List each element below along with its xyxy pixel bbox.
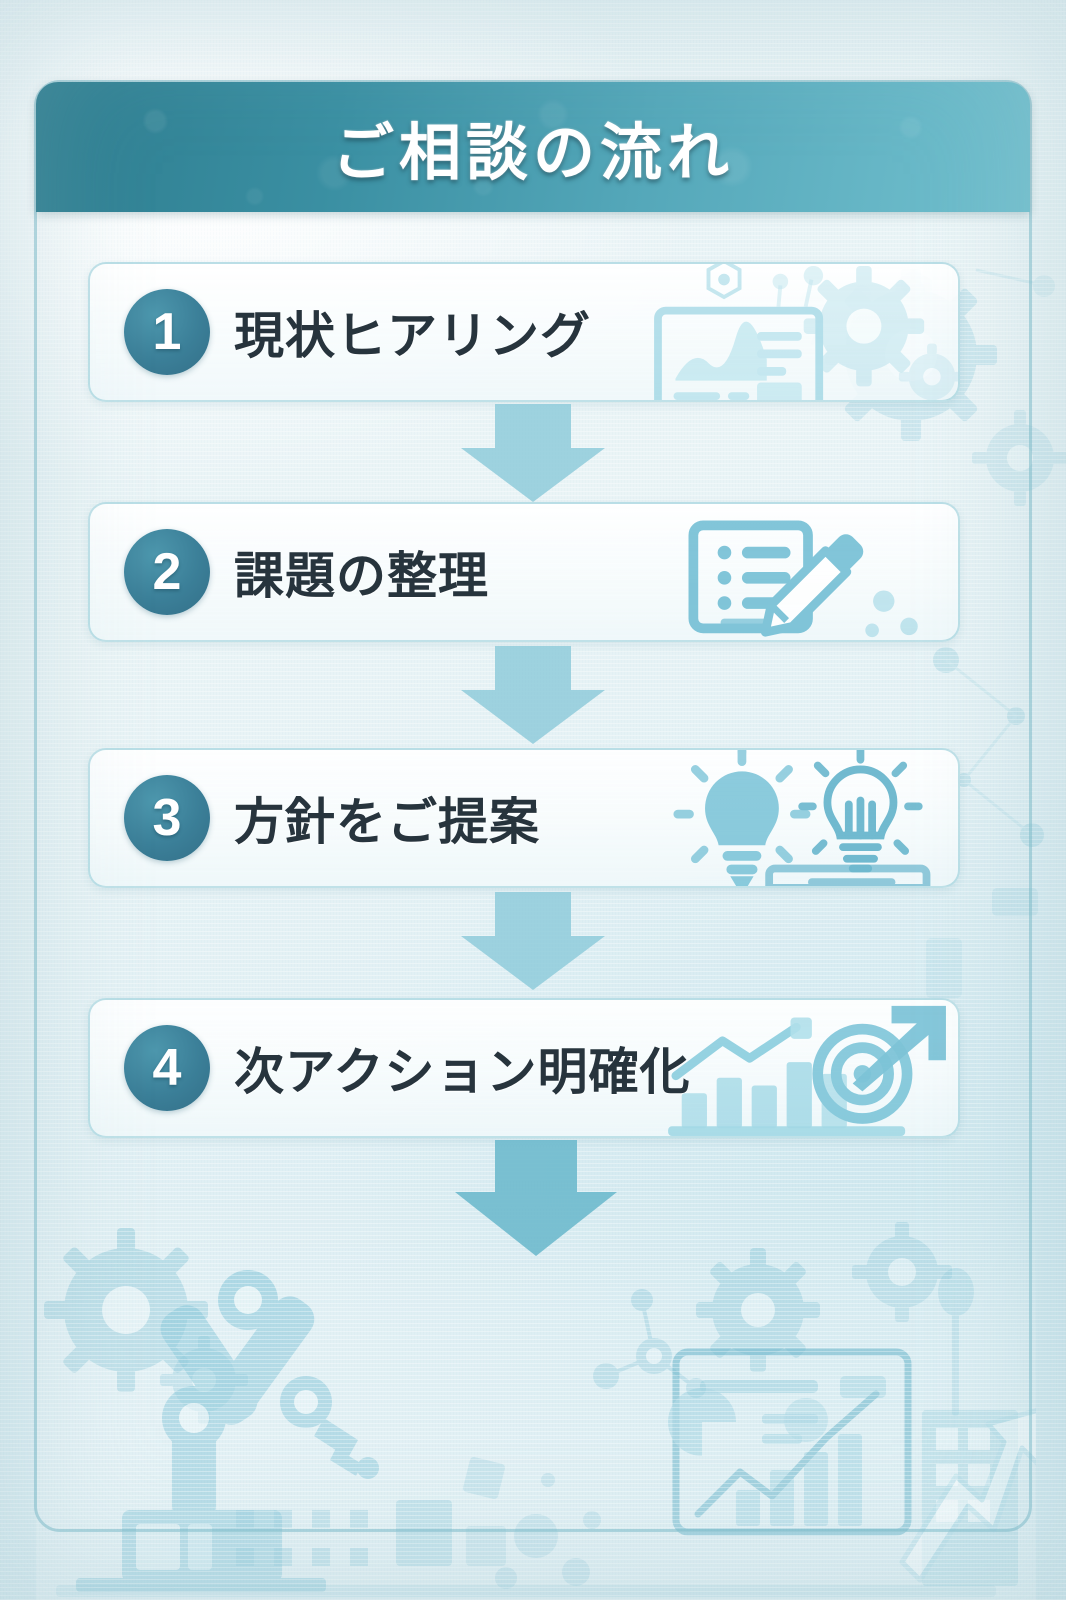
page-title: ご相談の流れ [331,119,734,188]
step-card-3[interactable]: 3 方針をご提案 [88,748,960,888]
step-number-badge-2: 2 [124,529,210,615]
poster-frame [34,80,1032,1532]
step-card-2-content: 2 課題の整理 [90,504,958,640]
step-card-3-content: 3 方針をご提案 [90,750,958,886]
step-card-1-content: 1 現状ヒアリング [90,264,958,400]
step-number-badge-4: 4 [124,1025,210,1111]
step-card-4-content: 4 次アクション明確化 [90,1000,958,1136]
step-number-badge-1: 1 [124,289,210,375]
step-label-2: 課題の整理 [234,548,489,604]
header-banner: ご相談の流れ [36,82,1030,212]
step-label-1: 現状ヒアリング [234,308,591,364]
step-card-1[interactable]: 1 現状ヒアリング [88,262,960,402]
step-card-2[interactable]: 2 課題の整理 [88,502,960,642]
step-card-4[interactable]: 4 次アクション明確化 [88,998,960,1138]
header-texture [36,82,1030,212]
step-label-3: 方針をご提案 [234,794,540,850]
step-number-badge-3: 3 [124,775,210,861]
step-label-4: 次アクション明確化 [234,1044,691,1100]
